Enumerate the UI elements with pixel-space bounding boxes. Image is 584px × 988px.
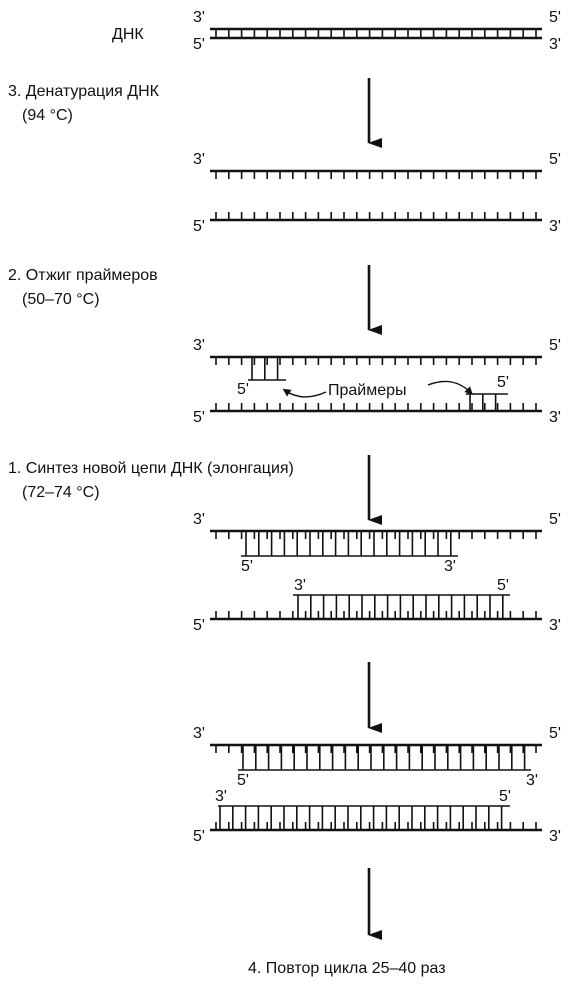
step-elongation-title: 1. Синтез новой цепи ДНК (элонгация) <box>8 460 294 477</box>
bases-top <box>215 357 537 365</box>
strand-end-5-label: 5' <box>549 337 561 354</box>
strand-end-3-label: 3' <box>549 36 561 53</box>
bases-top <box>215 531 537 539</box>
new-strand-end-5-label: 5' <box>237 772 249 789</box>
strand-end-5-label: 5' <box>549 151 561 168</box>
new-strand-end-3-label: 3' <box>526 772 538 789</box>
step-annealing-temperature: (50–70 °C) <box>22 291 100 308</box>
strand-end-5-label: 5' <box>193 218 205 235</box>
strand-end-3-label: 3' <box>193 725 205 742</box>
new-strand-2-bases <box>219 806 503 830</box>
strand-end-3-label: 3' <box>549 828 561 845</box>
primers-label: Праймеры <box>328 382 407 399</box>
new-strand-1-bases <box>245 531 452 556</box>
new-strand-end-5-label: 5' <box>241 558 253 575</box>
primer-pointer-right <box>427 380 473 395</box>
bases-bottom <box>215 212 537 220</box>
strand-end-5-label: 5' <box>549 511 561 528</box>
strand-end-3-label: 3' <box>549 218 561 235</box>
strand-end-3-label: 3' <box>193 511 205 528</box>
new-strand-end-3-label: 3' <box>215 788 227 805</box>
new-strand-end-5-label: 5' <box>497 577 509 594</box>
primer-pointer-left <box>282 388 327 398</box>
strand-end-5-label: 5' <box>549 9 561 26</box>
strand-end-5-label: 5' <box>193 409 205 426</box>
strand-end-5-label: 5' <box>193 617 205 634</box>
primer-right-bases <box>469 394 497 411</box>
new-strand-end-3-label: 3' <box>294 577 306 594</box>
strand-end-3-label: 3' <box>549 617 561 634</box>
primer-end-5-label: 5' <box>497 374 509 391</box>
strand-end-3-label: 3' <box>193 337 205 354</box>
new-strand-end-5-label: 5' <box>499 788 511 805</box>
base-pairs <box>215 29 537 38</box>
bases-bottom <box>215 822 537 830</box>
bases-bottom <box>215 611 537 619</box>
strand-end-5-label: 5' <box>193 36 205 53</box>
new-strand-end-3-label: 3' <box>444 558 456 575</box>
strand-end-5-label: 5' <box>549 725 561 742</box>
bases-top <box>215 171 537 179</box>
bases-bottom <box>215 403 537 411</box>
step-denaturation-temperature: (94 °C) <box>22 107 73 124</box>
strand-end-3-label: 3' <box>549 409 561 426</box>
repeat-cycle-label: 4. Повтор цикла 25–40 раз <box>248 960 446 977</box>
dna-label: ДНК <box>112 26 144 43</box>
new-strand-2-bases <box>297 595 504 619</box>
primer-end-5-label: 5' <box>237 381 249 398</box>
primer-left-bases <box>251 357 279 380</box>
step-denaturation-title: 3. Денатурация ДНК <box>8 83 159 100</box>
strand-end-3-label: 3' <box>193 151 205 168</box>
new-strand-1-bases <box>242 745 526 770</box>
strand-end-3-label: 3' <box>193 9 205 26</box>
strand-end-5-label: 5' <box>193 828 205 845</box>
step-elongation-temperature: (72–74 °C) <box>22 484 100 501</box>
bases-top <box>215 745 537 753</box>
step-annealing-title: 2. Отжиг праймеров <box>8 267 158 284</box>
